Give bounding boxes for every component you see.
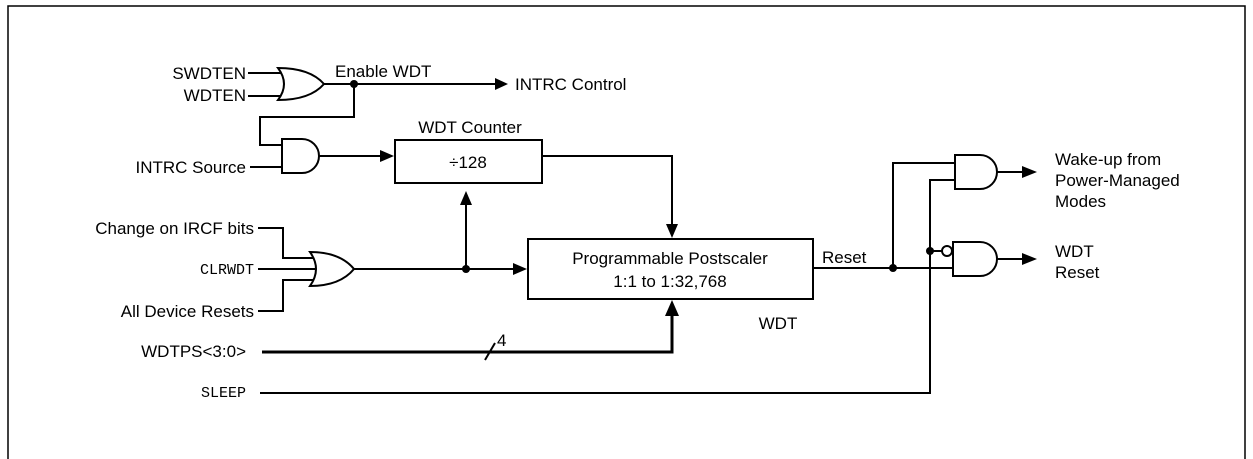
sleep-line	[260, 179, 955, 394]
postscaler-top-arrow	[666, 224, 678, 238]
wakeup-and-gate	[954, 154, 998, 190]
counter-input-arrow	[380, 150, 394, 162]
enable-or-gate	[248, 66, 326, 102]
counter-value: ÷128	[449, 153, 487, 172]
wdtps-label: WDTPS<3:0>	[141, 342, 246, 361]
swdten-label: SWDTEN	[172, 64, 246, 83]
counter-clear-arrow	[460, 191, 472, 205]
wdt-reset-line1: WDT	[1055, 242, 1094, 261]
wake-line3: Modes	[1055, 192, 1106, 211]
intrc-control-arrow	[495, 78, 508, 90]
postscaler-input-arrow	[513, 263, 527, 275]
bus-slash	[484, 342, 496, 361]
postscaler-line2: 1:1 to 1:32,768	[613, 272, 726, 291]
postscaler-box	[527, 238, 814, 300]
wdtps-bus	[262, 315, 674, 354]
intrc-control-label: INTRC Control	[515, 75, 626, 94]
wdten-label: WDTEN	[184, 86, 246, 105]
diagram-frame	[7, 5, 1246, 459]
invert-bubble	[941, 245, 953, 257]
counter-title: WDT Counter	[418, 118, 522, 137]
wdt-reset-line2: Reset	[1055, 263, 1100, 282]
reset-or-gate	[258, 227, 356, 312]
wdt-reset-and-gate	[952, 241, 998, 277]
wdtps-arrow	[665, 300, 679, 316]
intrc-source-label: INTRC Source	[135, 158, 246, 177]
wake-line2: Power-Managed	[1055, 171, 1180, 190]
intrc-and-gate	[250, 138, 320, 174]
bus-width-label: 4	[497, 331, 506, 350]
wakeup-arrow	[1022, 166, 1037, 178]
postscaler-line1: Programmable Postscaler	[572, 249, 768, 268]
change-irc-label: Change on IRCF bits	[95, 219, 254, 238]
all-resets-label: All Device Resets	[121, 302, 254, 321]
enable-wdt-label: Enable WDT	[335, 62, 431, 81]
reset-label: Reset	[822, 248, 867, 267]
wake-line1: Wake-up from	[1055, 150, 1161, 169]
sleep-label: SLEEP	[201, 385, 246, 402]
wdt-reset-arrow	[1022, 253, 1037, 265]
wdt-counter-box	[394, 139, 543, 184]
wdt-label: WDT	[759, 314, 798, 333]
clrwdt-label: CLRWDT	[200, 262, 254, 279]
